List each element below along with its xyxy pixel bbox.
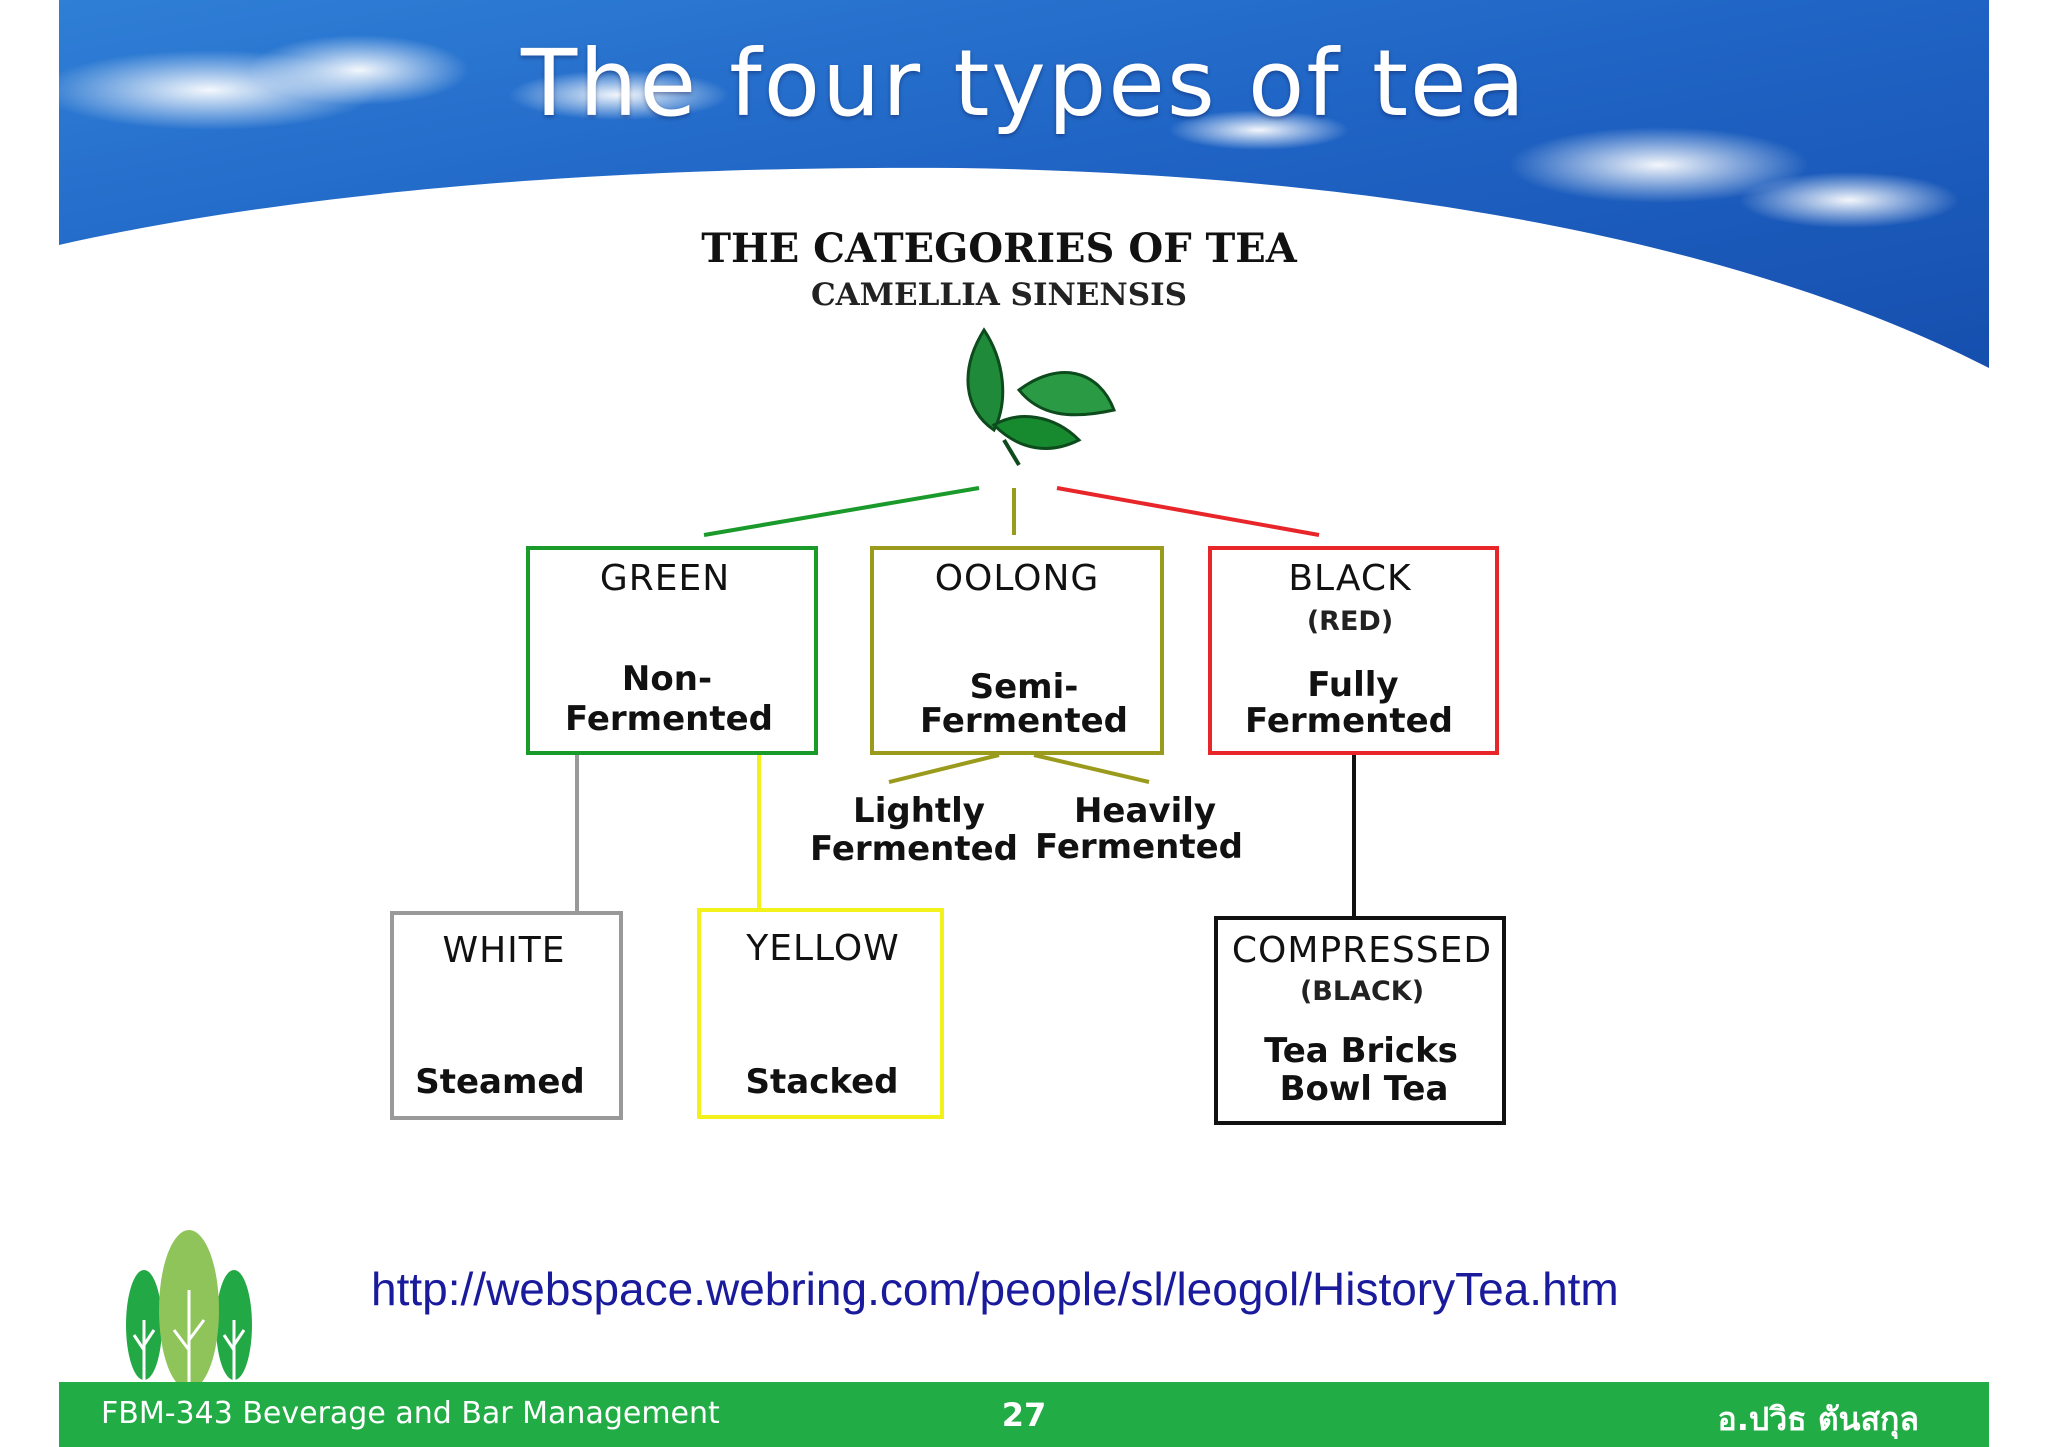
connector-black [1056,486,1320,537]
tea-leaf-icon [966,327,1117,467]
black-tea-name: BLACK [1288,558,1412,599]
oolong-tea-box: OOLONG Semi- Fermented [870,546,1164,755]
lightly-fermented-line2: Fermented [810,829,1018,869]
course-name: FBM-343 Beverage and Bar Management [101,1396,720,1431]
compressed-tea-desc-1: Tea Bricks [1264,1031,1458,1071]
heavily-fermented-line1: Heavily [1074,791,1216,831]
diagram-heading: THE CATEGORIES OF TEA [701,225,1298,272]
black-tea-sub: (RED) [1307,606,1393,637]
connector-green [703,486,980,537]
compressed-tea-sub: (BLACK) [1300,976,1424,1007]
green-tea-desc-1: Non- [622,659,712,699]
slide: The four types of tea THE CATEGORIES OF … [59,0,1989,1447]
white-tea-desc: Steamed [415,1062,585,1102]
oolong-tea-desc-1: Semi- [970,667,1079,707]
lightly-fermented-line1: Lightly [853,791,985,831]
source-link[interactable]: http://webspace.webring.com/people/sl/le… [371,1263,1619,1315]
diagram-subheading: CAMELLIA SINENSIS [811,277,1187,313]
connector-lightly [888,753,1000,784]
connector-heavily [1033,753,1150,784]
green-tea-box: GREEN Non- Fermented [526,546,818,755]
white-tea-box: WHITE Steamed [390,911,623,1120]
heavily-fermented-line2: Fermented [1035,827,1243,867]
yellow-tea-desc: Stacked [746,1062,899,1102]
author-name: อ.ปวิธ ตันสกุล [1717,1400,1920,1438]
black-tea-desc-2: Fermented [1245,701,1453,741]
page-number: 27 [1001,1396,1047,1434]
slide-title: The four types of tea [520,30,1528,137]
white-tea-name: WHITE [442,930,565,971]
yellow-tea-name: YELLOW [745,928,900,969]
trees-logo-icon [126,1230,252,1390]
green-tea-desc-2: Fermented [565,699,773,739]
compressed-tea-desc-2: Bowl Tea [1280,1069,1449,1109]
yellow-tea-box: YELLOW Stacked [697,908,944,1119]
green-tea-name: GREEN [600,558,730,599]
compressed-tea-name: COMPRESSED [1232,930,1492,971]
oolong-tea-name: OOLONG [935,558,1100,599]
sky-header-background [59,0,1989,368]
oolong-tea-desc-2: Fermented [920,701,1128,741]
black-tea-desc-1: Fully [1307,665,1398,705]
black-tea-box: BLACK (RED) Fully Fermented [1208,546,1499,755]
tea-categories-diagram: THE CATEGORIES OF TEA CAMELLIA SINENSIS … [390,225,1506,1125]
footer-bar: FBM-343 Beverage and Bar Management 27 อ… [59,1382,1989,1447]
compressed-tea-box: COMPRESSED (BLACK) Tea Bricks Bowl Tea [1214,916,1506,1125]
